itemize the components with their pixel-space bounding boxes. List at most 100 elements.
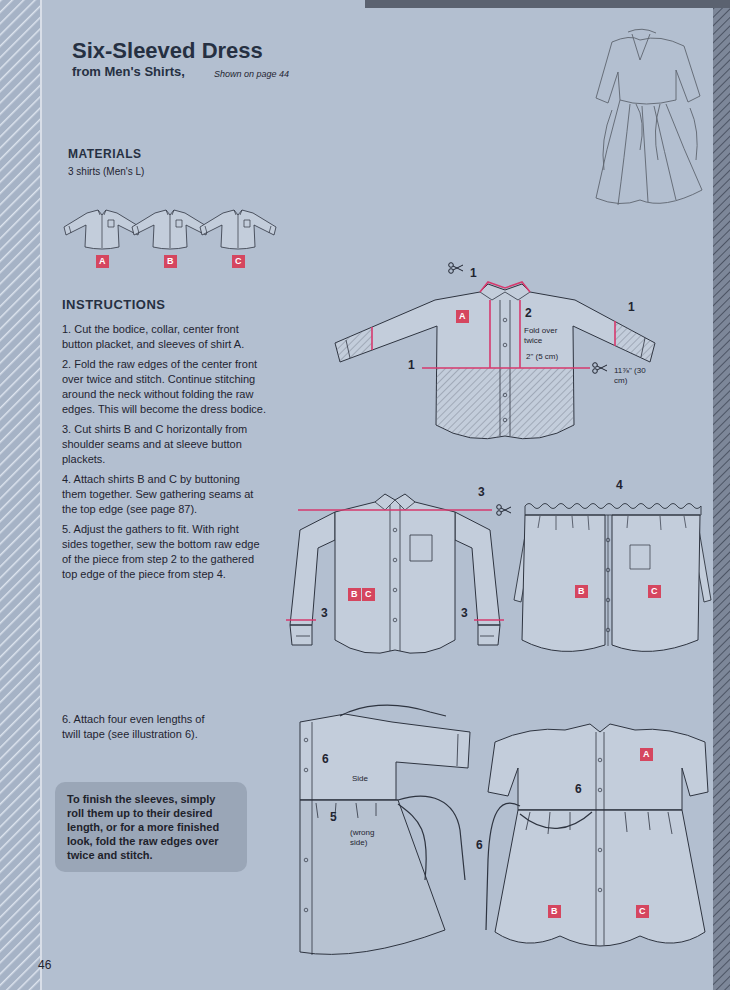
dress-sketch bbox=[596, 190, 702, 204]
dress-side-drawing bbox=[300, 722, 458, 955]
callout-number: 6 bbox=[476, 838, 483, 852]
page-title: Six-Sleeved Dress bbox=[72, 38, 263, 64]
part-tag: C bbox=[232, 255, 245, 268]
instruction-step: 3. Cut shirts B and C horizontally from … bbox=[62, 422, 267, 467]
scissors-icon bbox=[449, 263, 463, 274]
margin-rule bbox=[40, 0, 42, 990]
tag-letter: B bbox=[578, 586, 585, 597]
callout-number: 2 bbox=[525, 306, 532, 320]
cut-line bbox=[286, 510, 504, 620]
dress-sketch bbox=[612, 37, 700, 102]
dress-front-drawing bbox=[598, 888, 602, 892]
callout-number: 3 bbox=[461, 606, 468, 620]
tag-letter: C bbox=[639, 906, 646, 917]
tag-letter: B bbox=[167, 256, 174, 267]
shirt-a-drawing bbox=[335, 263, 655, 448]
tag-letter: B bbox=[551, 906, 558, 917]
edge-stripes bbox=[713, 0, 730, 990]
dress-front-drawing bbox=[495, 810, 705, 946]
dress-side-drawing bbox=[300, 800, 445, 954]
part-tag: B bbox=[548, 905, 561, 918]
dress-sketch bbox=[596, 100, 702, 205]
twill-tape bbox=[486, 803, 592, 930]
callout-number: 3 bbox=[321, 606, 328, 620]
tag-letter: A bbox=[99, 256, 106, 267]
shirt-a-drawing bbox=[503, 343, 507, 347]
dress-front-drawing bbox=[486, 724, 708, 946]
shirt-bc-drawing bbox=[296, 500, 494, 651]
dress-side-drawing bbox=[300, 714, 470, 800]
shirt-a-drawing bbox=[615, 321, 655, 362]
shirt-a-drawing bbox=[430, 368, 580, 448]
shirt-icon bbox=[64, 210, 140, 249]
part-tag: B bbox=[348, 588, 361, 601]
part-tag: A bbox=[96, 255, 109, 268]
callout-number: 1 bbox=[470, 266, 477, 280]
dress-sketch bbox=[596, 29, 702, 205]
subtitle: from Men's Shirts, bbox=[72, 64, 185, 79]
dress-side-drawing bbox=[304, 768, 308, 772]
dimension-label: 11⅞" (30 cm) bbox=[614, 366, 658, 385]
section-heading: INSTRUCTIONS bbox=[62, 297, 166, 312]
part-tag: A bbox=[640, 748, 653, 761]
shirt-a-drawing bbox=[503, 393, 507, 397]
dress-sketch bbox=[596, 42, 618, 103]
dress-sketch bbox=[618, 70, 676, 104]
section-heading: MATERIALS bbox=[68, 147, 142, 161]
dress-side-drawing bbox=[304, 738, 308, 742]
skirt-drawing bbox=[606, 538, 610, 542]
shirt-bc-drawing bbox=[393, 588, 397, 592]
shirt-a-drawing bbox=[503, 418, 507, 422]
tag-letter: B bbox=[351, 589, 358, 600]
materials-text: 3 shirts (Men's L) bbox=[68, 166, 144, 177]
skirt-drawing bbox=[606, 568, 610, 572]
tag-letter: A bbox=[643, 749, 650, 760]
shirt-bc-drawing bbox=[393, 618, 397, 622]
skirt-drawing bbox=[522, 515, 605, 651]
book-edge bbox=[365, 0, 730, 8]
tag-letter: C bbox=[365, 589, 372, 600]
dress-side-drawing bbox=[300, 705, 470, 955]
shirt-bc-drawing bbox=[393, 558, 397, 562]
instruction-step: 6. Attach four even lengths of twill tap… bbox=[62, 712, 222, 742]
shirt-bc-drawing bbox=[455, 512, 500, 645]
dress-side-drawing bbox=[304, 908, 308, 912]
note-text: To finish the sleeves, simply roll them … bbox=[67, 792, 235, 862]
part-tag: C bbox=[362, 588, 375, 601]
shirt-icon bbox=[200, 210, 276, 249]
tag-letter: A bbox=[459, 311, 466, 322]
skirt-drawing bbox=[514, 504, 711, 652]
part-tag: A bbox=[456, 310, 469, 323]
dress-side-drawing bbox=[304, 858, 308, 862]
dress-front-drawing bbox=[488, 724, 708, 810]
callout-number: 1 bbox=[408, 358, 415, 372]
callout-number: 6 bbox=[575, 782, 582, 796]
shirt-icon bbox=[132, 210, 208, 249]
dress-sketch bbox=[628, 29, 656, 60]
tag-letter: C bbox=[235, 256, 242, 267]
shirt-bc-drawing bbox=[393, 528, 397, 532]
dress-sketch bbox=[636, 104, 660, 160]
tag-letter: C bbox=[651, 586, 658, 597]
callout-number: 5 bbox=[330, 810, 337, 824]
callout-number: 1 bbox=[628, 300, 635, 314]
page-number: 46 bbox=[38, 958, 51, 972]
instruction-step: 4. Attach shirts B and C by buttoning th… bbox=[62, 472, 267, 517]
dimension-label: 2" (5 cm) bbox=[526, 352, 558, 362]
dress-front-drawing bbox=[598, 848, 602, 852]
part-tag: B bbox=[575, 585, 588, 598]
shirt-bc-drawing bbox=[286, 494, 511, 653]
part-tag: B bbox=[164, 255, 177, 268]
shirt-a-drawing bbox=[346, 292, 645, 436]
shirt-a-drawing bbox=[335, 327, 372, 362]
shirt-bc-drawing bbox=[335, 494, 455, 653]
note-box: To finish the sleeves, simply roll them … bbox=[55, 782, 247, 872]
part-tag: C bbox=[648, 585, 661, 598]
callout-number: 4 bbox=[616, 478, 623, 492]
shirt-a-drawing bbox=[503, 318, 507, 322]
dress-front-drawing bbox=[598, 788, 602, 792]
dress-front-drawing bbox=[518, 732, 682, 945]
instruction-step: 5. Adjust the gathers to fit. With right… bbox=[62, 522, 267, 582]
margin-stripes bbox=[0, 0, 40, 990]
